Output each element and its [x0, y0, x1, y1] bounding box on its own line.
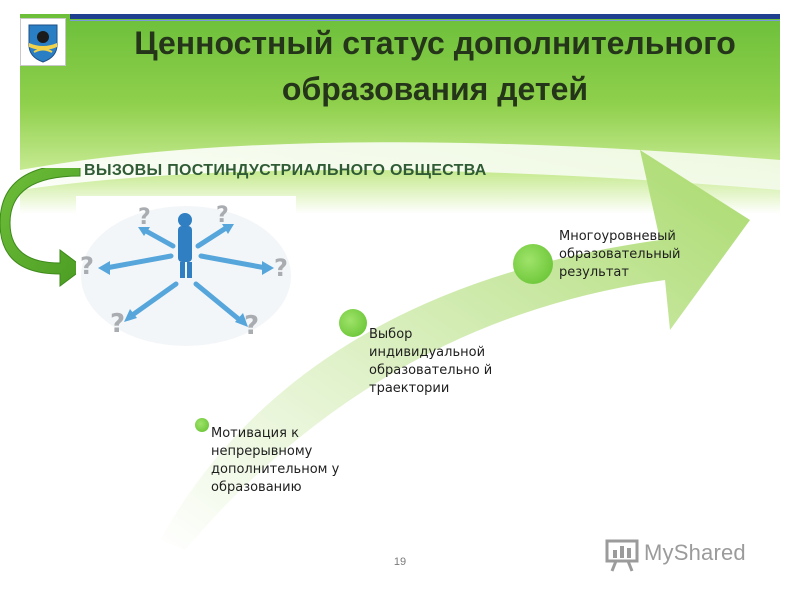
svg-text:?: ?	[216, 203, 229, 228]
step-marker-1	[195, 418, 209, 432]
watermark: MyShared	[604, 536, 774, 576]
title-line-1: Ценностный статус дополнительного	[134, 25, 736, 61]
svg-text:?: ?	[244, 311, 259, 341]
step-marker-3	[513, 244, 553, 284]
step-marker-2	[339, 309, 367, 337]
header-top-thin-line	[70, 20, 780, 21]
growth-arrow-shape	[160, 150, 750, 550]
step-1-text: Мотивация к непрерывному дополнительном …	[211, 426, 340, 495]
step-2-text: Выбор индивидуальной образовательно й тр…	[369, 327, 493, 396]
page-number: 19	[393, 556, 407, 568]
challenges-label: ВЫЗОВЫ ПОСТИНДУСТРИАЛЬНОГО ОБЩЕСТВА	[84, 162, 487, 179]
header-top-line	[70, 14, 780, 19]
svg-text:?: ?	[274, 254, 288, 282]
coat-of-arms-icon	[20, 18, 66, 66]
person-with-arrows-illustration: ? ? ? ? ? ?	[76, 196, 296, 354]
light-band	[20, 142, 780, 190]
slide-title: Ценностный статус дополнительного образо…	[90, 20, 780, 112]
svg-text:?: ?	[80, 252, 94, 280]
title-line-2: образования детей	[281, 71, 589, 107]
svg-text:?: ?	[110, 309, 125, 339]
step-3-text: Многоуровневый образовательный результат	[559, 229, 681, 280]
curved-arrow-icon	[0, 168, 85, 287]
presentation-board-icon	[605, 539, 639, 572]
watermark-text: MyShared	[644, 540, 746, 565]
progress-arrow	[20, 142, 780, 550]
svg-text:?: ?	[138, 205, 151, 230]
